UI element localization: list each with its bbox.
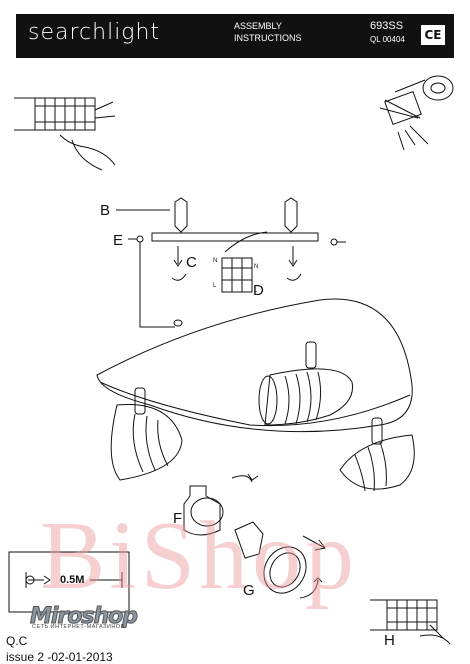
svg-text:N: N xyxy=(213,258,217,264)
svg-text:L: L xyxy=(254,288,258,294)
mounting-bracket xyxy=(116,197,346,328)
model-number: 693SS xyxy=(370,20,404,32)
document-header: searchlight ASSEMBLY INSTRUCTIONS 693SS … xyxy=(16,14,454,58)
gu10-bulb xyxy=(183,473,259,536)
document-type-line1: ASSEMBLY xyxy=(234,21,282,31)
store-watermark: Miroshop СЕТЬ ИНТЕРНЕТ-МАГАЗИНОВ xyxy=(30,604,160,634)
label-h: H xyxy=(384,632,395,649)
ql-code: QL 00404 xyxy=(370,35,405,44)
wiring-illustration xyxy=(379,75,454,151)
store-tagline: СЕТЬ ИНТЕРНЕТ-МАГАЗИНОВ xyxy=(32,624,125,630)
terminal-block-screwdriver-illustration xyxy=(14,97,116,171)
label-d: D xyxy=(253,282,264,299)
qc-label: Q.C xyxy=(6,634,28,648)
watermark-overlay: BiShop xyxy=(40,502,359,610)
spotlight-right xyxy=(339,417,415,492)
svg-text:L: L xyxy=(213,283,217,289)
label-e: E xyxy=(113,232,124,249)
connector-block: N L N L xyxy=(213,231,268,294)
label-b: B xyxy=(100,202,111,219)
ce-mark: CE xyxy=(421,25,445,45)
issue-date: issue 2 -02-01-2013 xyxy=(6,650,113,664)
label-f: F xyxy=(173,510,183,527)
model-block: 693SS QL 00404 xyxy=(370,19,405,47)
distance-label: 0.5M xyxy=(60,574,85,586)
retaining-ring xyxy=(234,521,326,599)
terminal-block-bottom-illustration xyxy=(370,599,451,645)
brand-logo: searchlight xyxy=(28,20,161,45)
spotlight-center xyxy=(258,341,354,426)
label-g: G xyxy=(243,582,255,599)
svg-text:N: N xyxy=(254,264,258,270)
label-c: C xyxy=(186,254,197,271)
distance-diagram xyxy=(8,551,130,613)
spotlight-left xyxy=(110,387,183,481)
document-type-line2: INSTRUCTIONS xyxy=(234,33,302,43)
document-type: ASSEMBLY INSTRUCTIONS xyxy=(234,20,302,44)
ceiling-plate xyxy=(96,298,413,433)
store-name: Miroshop xyxy=(30,604,139,630)
